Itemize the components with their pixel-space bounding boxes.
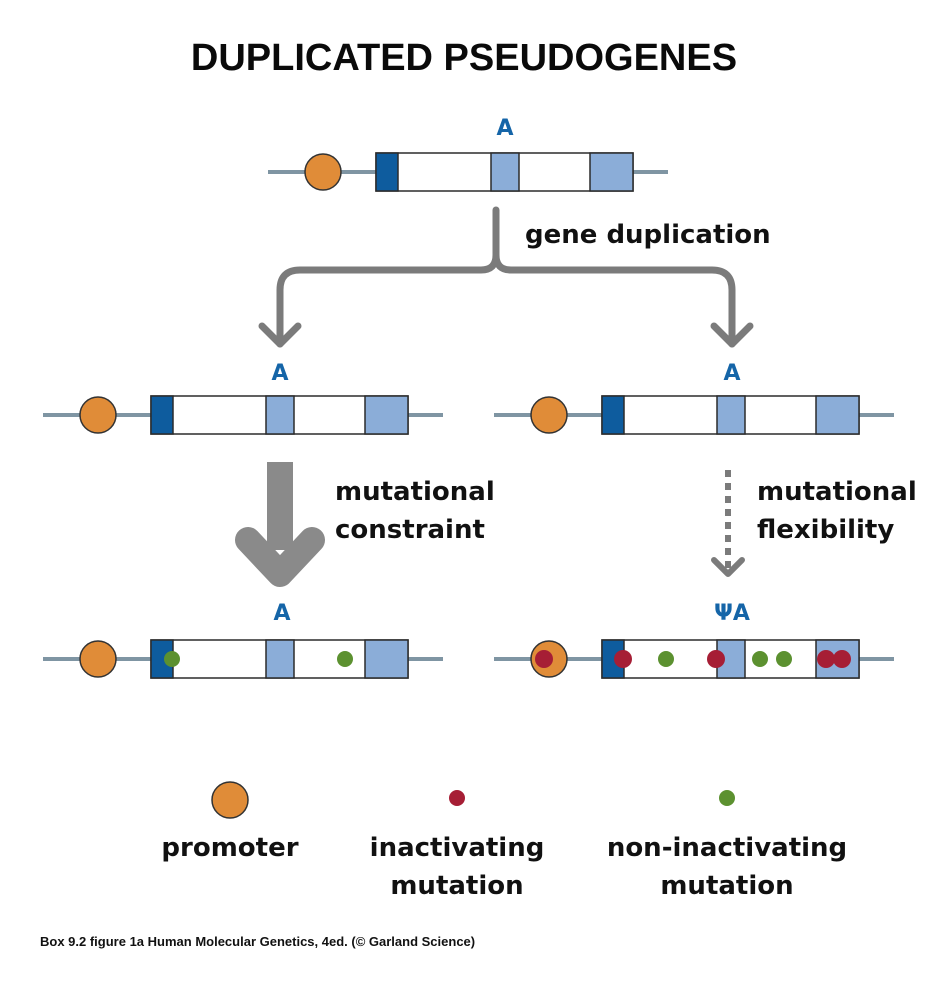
gene-middle-right — [492, 394, 896, 436]
flexibility-label-line2: flexibility — [757, 515, 894, 545]
legend: promoter inactivating mutation non-inact… — [161, 781, 847, 901]
legend-non-inactivating-icon — [719, 790, 735, 806]
gene-construct — [492, 394, 896, 436]
gene-label-bottom-left: A — [273, 601, 290, 626]
legend-non-inactivating-label-line2: mutation — [660, 871, 793, 901]
constraint-label-line2: constraint — [335, 515, 485, 545]
gene-construct — [41, 394, 445, 436]
gene-label-bottom-right: ΨA — [714, 601, 750, 626]
constraint-label-line1: mutational — [335, 477, 495, 507]
gene-middle-left — [41, 394, 445, 436]
gene-label-middle-right: A — [723, 361, 740, 386]
inactivating-mutation-dot — [707, 650, 725, 668]
legend-non-inactivating-label-line1: non-inactivating — [607, 833, 847, 863]
gene-label-top: A — [496, 116, 513, 141]
duplication-label: gene duplication — [525, 220, 771, 250]
figure-caption: Box 9.2 figure 1a Human Molecular Geneti… — [40, 934, 475, 949]
diagram-title: DUPLICATED PSEUDOGENES — [191, 37, 737, 79]
gene-top — [266, 151, 670, 193]
duplication-arrow — [258, 206, 754, 348]
flexibility-arrow — [711, 470, 745, 577]
inactivating-mutation-dot — [535, 650, 553, 668]
legend-inactivating-icon — [449, 790, 465, 806]
legend-inactivating-label-line2: mutation — [390, 871, 523, 901]
constraint-arrow — [235, 462, 325, 587]
non-inactivating-mutation-dot — [752, 651, 768, 667]
gene-bottom-right — [492, 638, 896, 680]
gene-label-middle-left: A — [271, 361, 288, 386]
inactivating-mutation-dot — [614, 650, 632, 668]
legend-promoter-icon — [211, 781, 249, 819]
legend-promoter-label: promoter — [161, 833, 298, 863]
gene-construct — [41, 638, 445, 680]
legend-inactivating-label-line1: inactivating — [370, 833, 545, 863]
gene-bottom-left — [41, 638, 445, 680]
non-inactivating-mutation-dot — [776, 651, 792, 667]
non-inactivating-mutation-dot — [164, 651, 180, 667]
gene-construct — [266, 151, 670, 193]
flexibility-label-line1: mutational — [757, 477, 917, 507]
non-inactivating-mutation-dot — [337, 651, 353, 667]
inactivating-mutation-dot — [833, 650, 851, 668]
non-inactivating-mutation-dot — [658, 651, 674, 667]
inactivating-mutation-dot — [817, 650, 835, 668]
